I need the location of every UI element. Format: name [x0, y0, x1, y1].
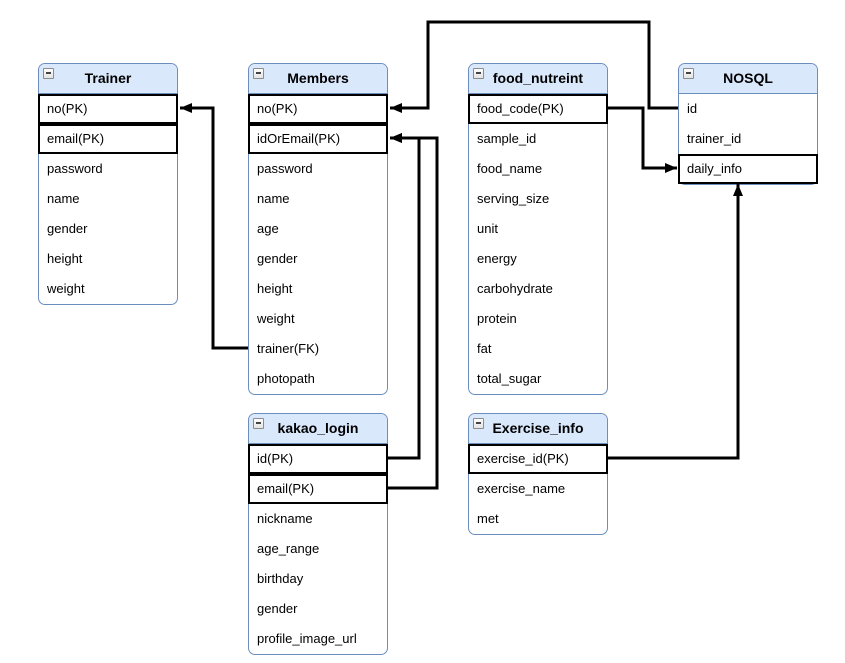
row-members-no[interactable]: no(PK): [248, 94, 388, 124]
table-exercise-info[interactable]: Exercise_info exercise_id(PK) exercise_n…: [468, 413, 608, 535]
minus-glyph: [46, 72, 51, 74]
table-header-exercise-info[interactable]: Exercise_info: [469, 414, 607, 444]
minus-glyph: [256, 422, 261, 424]
row-food-name[interactable]: food_name: [477, 161, 543, 176]
connector-members-trainer-to-trainer-no[interactable]: [180, 103, 248, 350]
row-food-sample-id[interactable]: sample_id: [477, 131, 537, 146]
row-kakao-id[interactable]: id(PK): [248, 444, 388, 474]
table-trainer[interactable]: Trainer no(PK) email(PK) password name g…: [38, 63, 178, 305]
row-food-energy[interactable]: energy: [477, 251, 517, 266]
table-header-trainer[interactable]: Trainer: [39, 64, 177, 94]
table-header-nosql[interactable]: NOSQL: [679, 64, 817, 94]
table-nosql[interactable]: NOSQL id trainer_id daily_info: [678, 63, 818, 185]
table-kakao-login[interactable]: kakao_login id(PK) email(PK) nickname ag…: [248, 413, 388, 655]
table-title: Exercise_info: [492, 420, 584, 436]
collapse-icon[interactable]: [473, 418, 484, 429]
row-food-fat[interactable]: fat: [477, 341, 492, 356]
row-trainer-height[interactable]: height: [47, 251, 83, 266]
row-exercise-name[interactable]: exercise_name: [477, 481, 566, 496]
row-trainer-password[interactable]: password: [47, 161, 103, 176]
row-kakao-nickname[interactable]: nickname: [257, 511, 313, 526]
minus-glyph: [256, 72, 261, 74]
table-title: NOSQL: [723, 70, 773, 86]
row-trainer-name[interactable]: name: [47, 191, 80, 206]
collapse-icon[interactable]: [253, 418, 264, 429]
row-trainer-no[interactable]: no(PK): [38, 94, 178, 124]
row-members-age[interactable]: age: [257, 221, 279, 236]
row-members-idoremail[interactable]: idOrEmail(PK): [248, 124, 388, 154]
row-kakao-age-range[interactable]: age_range: [257, 541, 320, 556]
row-members-height[interactable]: height: [257, 281, 293, 296]
table-food-nutreint[interactable]: food_nutreint food_code(PK) sample_id fo…: [468, 63, 608, 395]
row-members-name[interactable]: name: [257, 191, 290, 206]
row-food-protein[interactable]: protein: [477, 311, 517, 326]
table-header-food-nutreint[interactable]: food_nutreint: [469, 64, 607, 94]
row-members-password[interactable]: password: [257, 161, 313, 176]
row-nosql-daily-info[interactable]: daily_info: [678, 154, 818, 184]
row-food-total-sugar[interactable]: total_sugar: [477, 371, 542, 386]
table-title: kakao_login: [277, 420, 359, 436]
row-members-weight[interactable]: weight: [257, 311, 295, 326]
collapse-icon[interactable]: [43, 68, 54, 79]
minus-glyph: [476, 72, 481, 74]
row-food-carbohydrate[interactable]: carbohydrate: [477, 281, 553, 296]
row-trainer-gender[interactable]: gender: [47, 221, 88, 236]
table-members[interactable]: Members no(PK) idOrEmail(PK) password na…: [248, 63, 388, 395]
row-kakao-gender[interactable]: gender: [257, 601, 298, 616]
collapse-icon[interactable]: [473, 68, 484, 79]
row-trainer-weight[interactable]: weight: [47, 281, 85, 296]
row-food-code[interactable]: food_code(PK): [468, 94, 608, 124]
row-kakao-email[interactable]: email(PK): [248, 474, 388, 504]
connector-food-code-to-nosql-daily-info[interactable]: [608, 106, 677, 173]
collapse-icon[interactable]: [253, 68, 264, 79]
table-title: food_nutreint: [492, 70, 584, 86]
connector-exercise-id-to-nosql-daily-info[interactable]: [608, 184, 743, 460]
table-header-kakao-login[interactable]: kakao_login: [249, 414, 387, 444]
connector-kakao-id-to-members-idoremail[interactable]: [388, 133, 421, 460]
row-kakao-birthday[interactable]: birthday: [257, 571, 304, 586]
collapse-icon[interactable]: [683, 68, 694, 79]
row-members-photopath[interactable]: photopath: [257, 371, 315, 386]
row-exercise-id[interactable]: exercise_id(PK): [468, 444, 608, 474]
minus-glyph: [686, 72, 691, 74]
row-food-serving-size[interactable]: serving_size: [477, 191, 550, 206]
table-header-members[interactable]: Members: [249, 64, 387, 94]
row-nosql-id[interactable]: id: [687, 101, 698, 116]
connector-kakao-email-to-members-idoremail[interactable]: [388, 133, 439, 490]
row-exercise-met[interactable]: met: [477, 511, 499, 526]
row-members-trainer[interactable]: trainer(FK): [257, 341, 320, 356]
row-members-gender[interactable]: gender: [257, 251, 298, 266]
row-food-unit[interactable]: unit: [477, 221, 498, 236]
row-nosql-trainer-id[interactable]: trainer_id: [687, 131, 742, 146]
minus-glyph: [476, 422, 481, 424]
row-trainer-email[interactable]: email(PK): [38, 124, 178, 154]
row-kakao-profile-image-url[interactable]: profile_image_url: [257, 631, 357, 646]
table-title: Members: [287, 70, 349, 86]
table-title: Trainer: [84, 70, 132, 86]
